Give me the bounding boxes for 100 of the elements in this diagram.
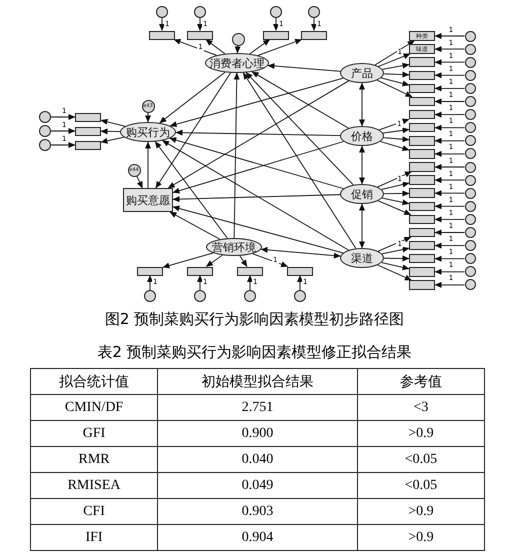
arrow: [100, 136, 124, 144]
arrow: [359, 82, 365, 126]
arrow: [383, 136, 410, 142]
arrow: [434, 177, 465, 184]
arrow: [434, 190, 465, 196]
indicator-box: [409, 96, 435, 106]
indicator-box: [137, 266, 163, 276]
indicator-box: [409, 188, 435, 198]
indicator-box: [409, 175, 435, 185]
indicator-box: [187, 266, 213, 276]
indicator-box: [409, 240, 435, 250]
table-cell: >0.9: [357, 498, 484, 524]
arrow: [377, 171, 412, 188]
indicator-box: [287, 266, 313, 276]
arrow: [434, 138, 465, 144]
indicator-box: [409, 267, 435, 277]
arrow: [434, 98, 465, 104]
error-term-circle: [39, 139, 51, 151]
arrow: [162, 252, 214, 268]
indicator-box: [149, 30, 175, 40]
arrow: [384, 190, 410, 196]
error-term-circle: [464, 70, 476, 81]
error-term-circle: [144, 290, 156, 302]
error-term-circle: [464, 82, 476, 94]
arrow: [434, 203, 465, 210]
error-term-circle: [464, 162, 476, 172]
arrow: [147, 275, 153, 290]
error-term-circle: [464, 253, 476, 264]
arrow: [434, 230, 465, 236]
error-term-circle: [464, 200, 476, 212]
table-cell: 0.903: [158, 498, 358, 524]
error-term-circle: [244, 290, 256, 302]
error-term-circle: [464, 240, 476, 252]
indicator-box: [263, 30, 289, 40]
table-cell: GFI: [30, 420, 158, 446]
error-term-circle: [464, 188, 476, 199]
arrow: [434, 256, 465, 262]
arrow: [434, 242, 465, 249]
indicator-box: [409, 162, 435, 172]
arrow: [434, 85, 465, 92]
table-cell: <0.05: [357, 446, 484, 472]
arrow: [273, 18, 279, 31]
arrow: [260, 246, 341, 259]
arrow: [434, 268, 465, 275]
arrow: [145, 112, 151, 122]
error-term-circle: [464, 279, 476, 290]
table-cell: CMIN/DF: [30, 394, 158, 420]
arrow: [239, 255, 248, 267]
observed-variable-box: 购买意愿: [123, 188, 173, 212]
arrow: [175, 130, 340, 136]
arrow: [434, 46, 465, 52]
indicator-box: [187, 30, 213, 40]
arrow: [50, 114, 76, 120]
error-term-circle: [464, 227, 476, 238]
arrow: [100, 118, 126, 127]
indicator-box: [409, 122, 435, 132]
error-term-circle: [464, 122, 476, 134]
indicator-box: [409, 136, 435, 146]
arrow: [381, 182, 410, 190]
indicator-box: [409, 280, 435, 290]
arrow: [170, 78, 344, 128]
error-term-circle: [464, 266, 476, 278]
table-header-cell: 拟合统计值: [30, 368, 158, 394]
arrow: [136, 175, 143, 188]
arrow: [378, 200, 412, 216]
latent-variable-ellipse: 促销: [340, 184, 384, 204]
error-term-circle: [464, 135, 476, 146]
arrow: [382, 246, 410, 254]
indicator-box: [409, 149, 435, 159]
table-header-cell: 初始模型拟合结果: [158, 368, 358, 394]
table-title: 表2 预制菜购买行为影响因素模型修正拟合结果: [96, 343, 413, 362]
arrow: [434, 164, 465, 170]
arrow: [297, 275, 303, 290]
arrow: [383, 72, 410, 78]
latent-variable-ellipse: 价格: [340, 126, 384, 146]
error-term-circle: [464, 96, 476, 107]
table-cell: 0.904: [158, 524, 358, 550]
indicator-box: [301, 30, 327, 40]
arrow: [172, 194, 340, 202]
arrow: [434, 124, 465, 131]
arrow: [197, 275, 203, 290]
arrow: [376, 80, 412, 98]
arrow: [434, 150, 465, 157]
table-header-cell: 参考值: [357, 368, 484, 394]
latent-variable-ellipse: 消费者心理: [205, 53, 269, 73]
indicator-box: [409, 110, 435, 120]
indicator-box: [75, 126, 101, 136]
latent-variable-ellipse: 营销环境: [206, 238, 262, 256]
arrow: [359, 204, 365, 248]
figure-caption: 图2 预制菜购买行为影响因素模型初步路径图: [104, 310, 406, 329]
arrow: [162, 140, 349, 251]
arrow: [434, 282, 465, 288]
error-term-circle: [464, 174, 476, 186]
arrow: [249, 39, 270, 54]
arrow: [154, 141, 228, 239]
arrow: [206, 39, 226, 54]
latent-variable-ellipse: 产品: [340, 63, 384, 83]
error-term-circle: [39, 125, 51, 137]
indicator-box: [409, 228, 435, 238]
indicator-box: [409, 214, 435, 224]
